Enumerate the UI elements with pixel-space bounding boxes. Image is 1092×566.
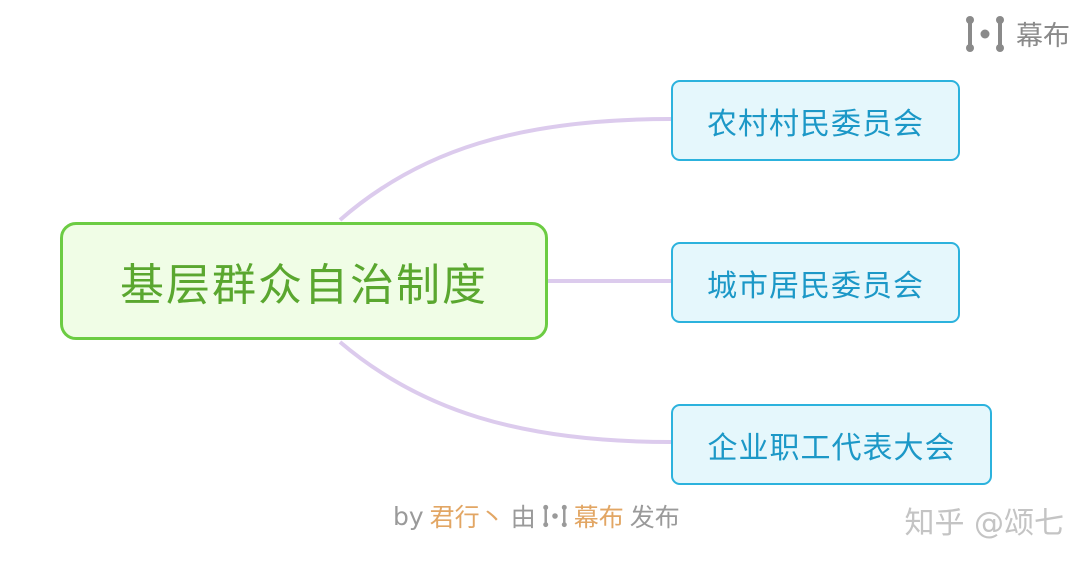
footer-publish: 发布 (629, 503, 680, 532)
connector-line-3 (338, 340, 672, 444)
footer-brand: 幕布 (573, 503, 624, 532)
root-topic-node[interactable]: 基层群众自治制度 (60, 222, 548, 340)
footer-from: 由 (510, 503, 536, 532)
child-topic-label-1: 农村村民委员会 (707, 106, 924, 142)
footer-by: by (393, 501, 424, 531)
child-topic-label-2: 城市居民委员会 (707, 268, 924, 304)
child-topic-node-1[interactable]: 农村村民委员会 (671, 80, 960, 161)
child-topic-label-3: 企业职工代表大会 (707, 430, 956, 466)
brand-name: 幕布 (1016, 21, 1070, 52)
child-topic-node-2[interactable]: 城市居民委员会 (671, 242, 960, 323)
mubu-logo-small-icon (542, 504, 567, 528)
zhihu-watermark: 知乎 @颂七 (904, 506, 1064, 541)
publish-credit: by 君行丶 由 幕布 发布 (393, 498, 680, 534)
footer-author: 君行丶 (429, 503, 505, 532)
mubu-logo-icon (966, 15, 1004, 52)
connector-line-1 (338, 117, 672, 222)
child-topic-node-3[interactable]: 企业职工代表大会 (671, 404, 992, 485)
brand-header: 幕布 (964, 14, 1070, 53)
root-topic-label: 基层群众自治制度 (120, 260, 488, 311)
